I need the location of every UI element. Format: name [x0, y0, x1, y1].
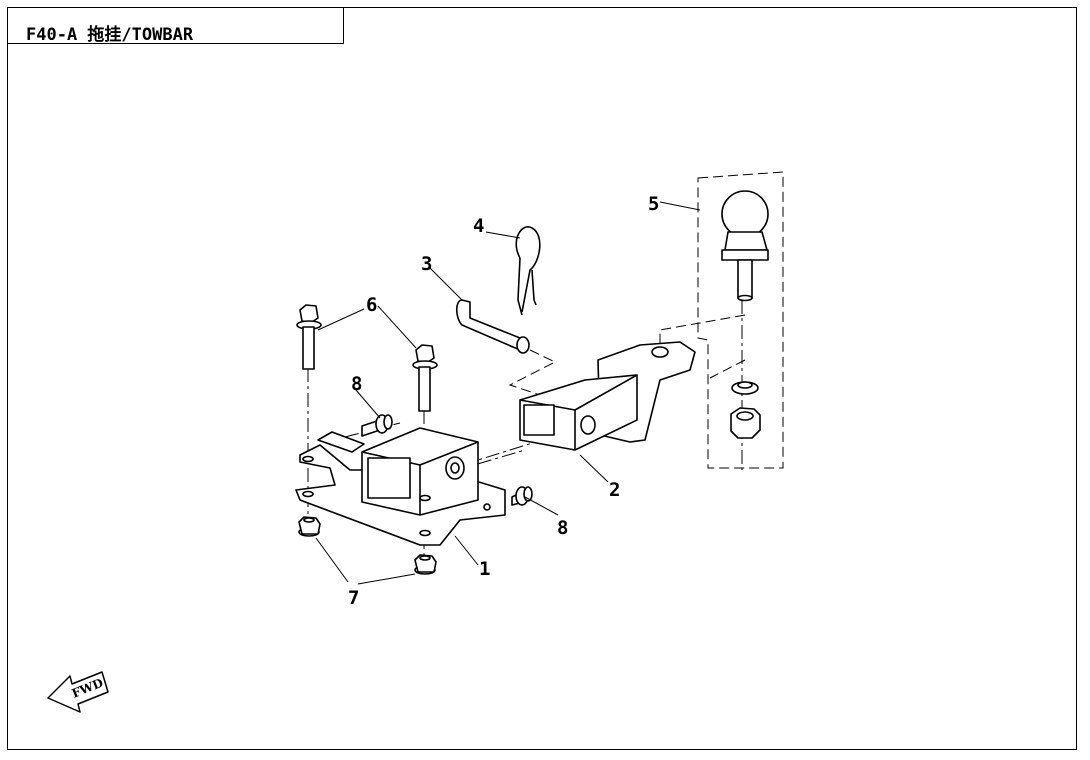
flange-nut-left	[298, 516, 321, 537]
leader-5	[659, 201, 701, 211]
assembly-line-mount	[659, 314, 746, 345]
drawing-frame	[7, 7, 1077, 750]
hitch-bracket	[295, 427, 506, 546]
ball-group-box	[697, 171, 784, 469]
callout-5: 5	[648, 193, 659, 215]
callout-2: 2	[609, 479, 620, 501]
assembly-line-washer	[709, 359, 746, 379]
callout-3: 3	[421, 253, 432, 275]
leader-2	[579, 454, 609, 483]
assembly-line-pin	[508, 349, 557, 396]
hex-nut	[730, 407, 761, 439]
bolt-lower	[511, 486, 533, 506]
tow-ball	[721, 190, 769, 302]
callout-4: 4	[473, 215, 484, 237]
flange-bolt-left	[296, 304, 322, 370]
ball-mount-drawbar	[519, 341, 696, 451]
leader-1	[454, 535, 479, 566]
leader-8a	[355, 389, 381, 419]
flange-bolt-right	[412, 344, 438, 412]
lock-washer	[731, 381, 759, 395]
callout-6: 6	[366, 294, 377, 316]
callout-8-lower: 8	[557, 517, 568, 539]
leader-8b	[524, 496, 559, 516]
callout-7: 7	[348, 587, 359, 609]
leader-7a	[315, 537, 349, 583]
fwd-arrow-icon: FWD	[47, 671, 109, 713]
callout-8-upper: 8	[351, 373, 362, 395]
leader-3	[429, 267, 463, 301]
title-box: F40-A 拖挂/TOWBAR	[7, 7, 344, 45]
callout-1: 1	[479, 558, 490, 580]
leader-6a	[317, 308, 365, 331]
leader-6b	[377, 305, 417, 349]
bolt-upper	[361, 414, 393, 437]
page-title: F40-A 拖挂/TOWBAR	[26, 25, 194, 45]
hitch-pin	[455, 299, 530, 354]
leader-4	[485, 231, 521, 239]
flange-nut-right	[414, 554, 437, 575]
r-clip	[515, 226, 541, 316]
assembly-line-receiver	[429, 449, 526, 479]
leader-7b	[357, 573, 416, 585]
